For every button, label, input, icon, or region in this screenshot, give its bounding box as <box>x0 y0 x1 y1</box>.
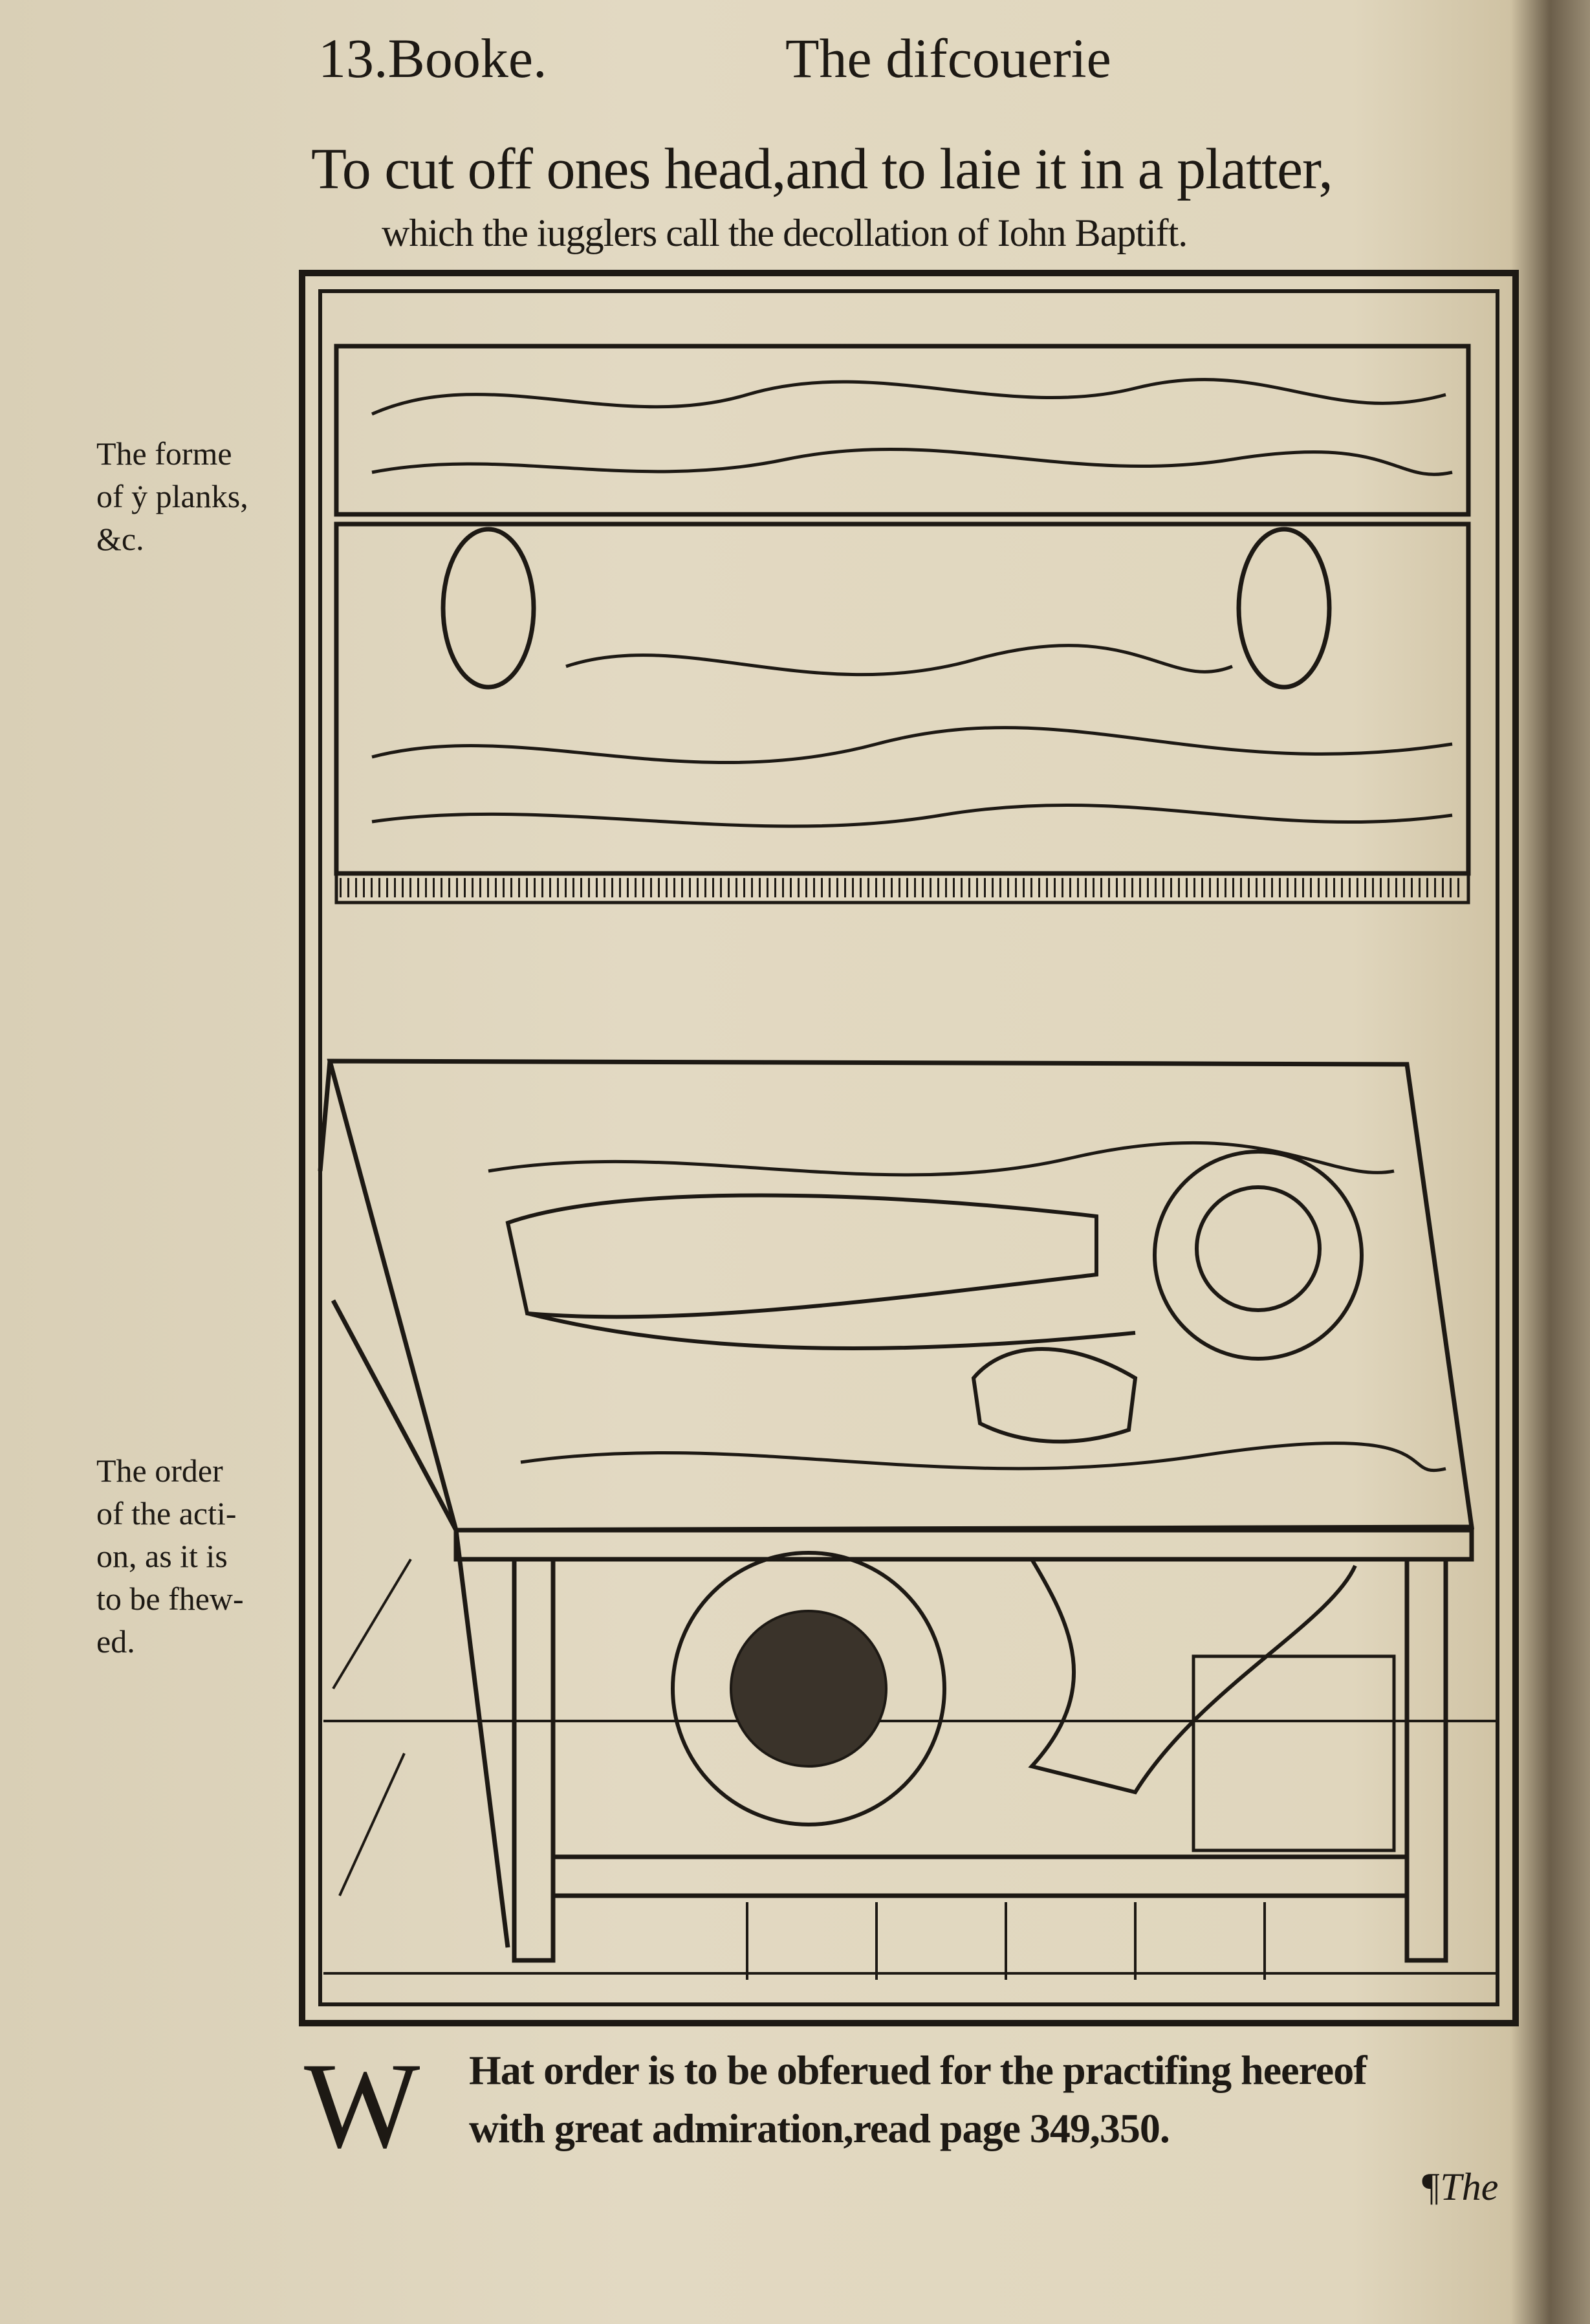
section-header: 13.Booke. <box>318 27 547 89</box>
note-line: The forme <box>96 435 232 472</box>
outer-frame <box>299 270 1519 2026</box>
running-title: The difcouerie <box>785 27 1111 89</box>
margin-note-planks: The forme of ẏ planks, &c. <box>96 432 248 560</box>
catchword: ¶The <box>1420 2165 1499 2208</box>
margin-note-order: The order of the acti- on, as it is to b… <box>96 1449 244 1663</box>
body-figure <box>505 1150 1396 1852</box>
drop-cap: W <box>304 2038 420 2174</box>
under-platter <box>671 1551 946 1826</box>
planks-board <box>334 344 1471 904</box>
chapter-title: To cut off ones head,and to laie it in a… <box>311 137 1333 201</box>
hidden-man <box>1028 1558 1357 1795</box>
chapter-subtitle: which the iugglers call the decollation … <box>382 212 1188 254</box>
neck-hole-right <box>1236 527 1332 690</box>
note-line: The order <box>96 1453 223 1489</box>
table <box>318 1058 1497 1980</box>
note-line: ed. <box>96 1623 135 1660</box>
note-line: &c. <box>96 521 144 557</box>
body-text-line: Hat order is to be obferued for the prac… <box>469 2047 1367 2093</box>
note-line: to be fhew- <box>96 1581 244 1617</box>
neck-hole-left <box>441 527 536 690</box>
note-line: of the acti- <box>96 1495 237 1531</box>
note-line: of ẏ planks, <box>96 478 248 514</box>
body-text-line: with great admiration,read page 349,350. <box>469 2105 1170 2151</box>
platter-head <box>1153 1150 1364 1361</box>
note-line: on, as it is <box>96 1538 228 1574</box>
severed-neck <box>971 1347 1138 1444</box>
woodcut-illustration <box>299 270 1519 2026</box>
